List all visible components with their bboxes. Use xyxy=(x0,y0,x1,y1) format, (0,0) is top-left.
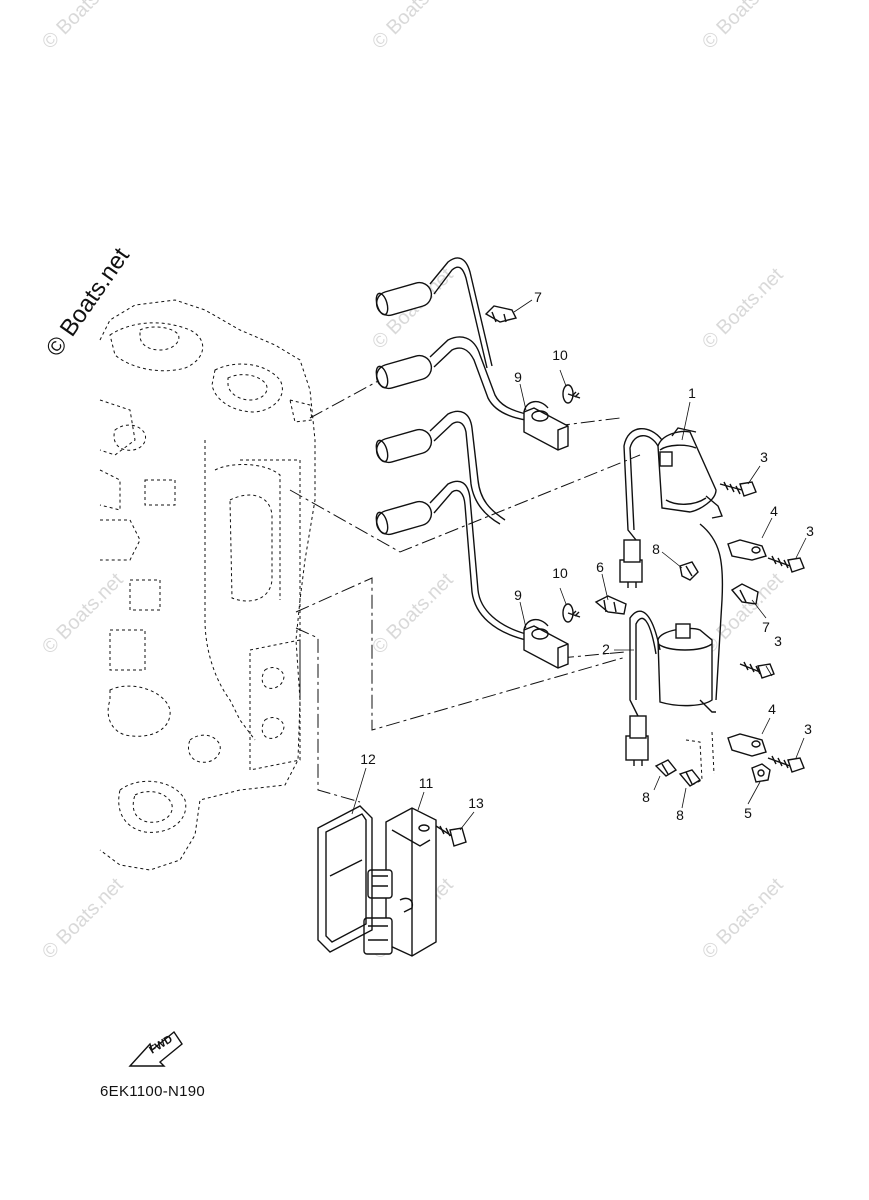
cord-holder-lower xyxy=(523,619,569,669)
plug-cap-1 xyxy=(375,257,493,369)
callout-3: 3 xyxy=(806,523,814,539)
screw-10-lower xyxy=(562,603,581,623)
callout-3: 3 xyxy=(774,633,782,649)
callout-7: 7 xyxy=(762,619,770,635)
bolt-3-a xyxy=(719,481,757,497)
watermark-text: © Boats.net xyxy=(368,569,458,659)
connector-chain-lines xyxy=(289,379,641,803)
callout-10: 10 xyxy=(552,565,568,581)
spark-plug-leads xyxy=(375,257,527,641)
cdi-unit-11 xyxy=(363,807,437,957)
callout-8: 8 xyxy=(676,807,684,823)
callout-4: 4 xyxy=(768,701,776,717)
callout-2: 2 xyxy=(602,641,610,657)
engine-block-phantom xyxy=(99,299,316,871)
watermark-text: © Boats.net xyxy=(38,874,128,964)
callout-3: 3 xyxy=(804,721,812,737)
clamp-8-b xyxy=(654,759,678,777)
plug-cap-3 xyxy=(375,410,506,525)
callout-3: 3 xyxy=(760,449,768,465)
callout-4: 4 xyxy=(770,503,778,519)
plug-cap-2 xyxy=(375,336,527,421)
bolt-3-b xyxy=(767,555,805,573)
callout-5: 5 xyxy=(744,805,752,821)
plug-cap-4 xyxy=(375,480,527,641)
callout-1: 1 xyxy=(688,385,696,401)
ignition-coil-2 xyxy=(625,610,716,766)
main-watermark: © Boats.net xyxy=(41,243,135,362)
callout-7: 7 xyxy=(534,289,542,305)
clip-6 xyxy=(594,595,627,615)
bolt-3-c xyxy=(739,661,775,679)
holder-clip-7-lower xyxy=(730,583,759,605)
watermark-text: © Boats.net xyxy=(698,264,788,354)
nut-5 xyxy=(751,763,771,783)
watermark-text: © Boats.net xyxy=(38,569,128,659)
clamp-8-a xyxy=(679,561,699,581)
screw-10-upper xyxy=(562,384,581,404)
diagram-code: 6EK1100-N190 xyxy=(100,1083,206,1100)
callout-11: 11 xyxy=(419,775,434,791)
bolt-13 xyxy=(435,825,467,847)
callout-13: 13 xyxy=(468,795,484,811)
callout-8: 8 xyxy=(652,541,660,557)
callout-6: 6 xyxy=(596,559,604,575)
fwd-arrow: FWD xyxy=(128,1030,183,1067)
callout-8: 8 xyxy=(642,789,650,805)
watermark-text: © Boats.net xyxy=(698,0,788,54)
watermark-text: © Boats.net xyxy=(38,0,128,54)
callout-10: 10 xyxy=(552,347,568,363)
cord-holder-upper xyxy=(523,401,569,451)
gasket-12 xyxy=(317,805,373,953)
watermark-text: © Boats.net xyxy=(368,0,458,54)
coil-phantom-bracket xyxy=(685,731,715,787)
callout-9: 9 xyxy=(514,369,522,385)
bracket-4-upper xyxy=(727,539,767,561)
clamp-8-c xyxy=(678,769,702,787)
watermark-text: © Boats.net xyxy=(698,874,788,964)
leader-lines xyxy=(351,299,807,831)
callout-9: 9 xyxy=(514,587,522,603)
callout-12: 12 xyxy=(360,751,376,767)
bracket-4-lower xyxy=(727,733,767,757)
callout-labels: 1 2 3 3 3 3 4 4 5 6 7 7 8 8 8 9 9 10 10 … xyxy=(360,289,814,823)
holder-clip-7-upper xyxy=(484,305,518,323)
ignition-coil-1 xyxy=(619,427,724,701)
bolt-3-d xyxy=(767,755,805,773)
